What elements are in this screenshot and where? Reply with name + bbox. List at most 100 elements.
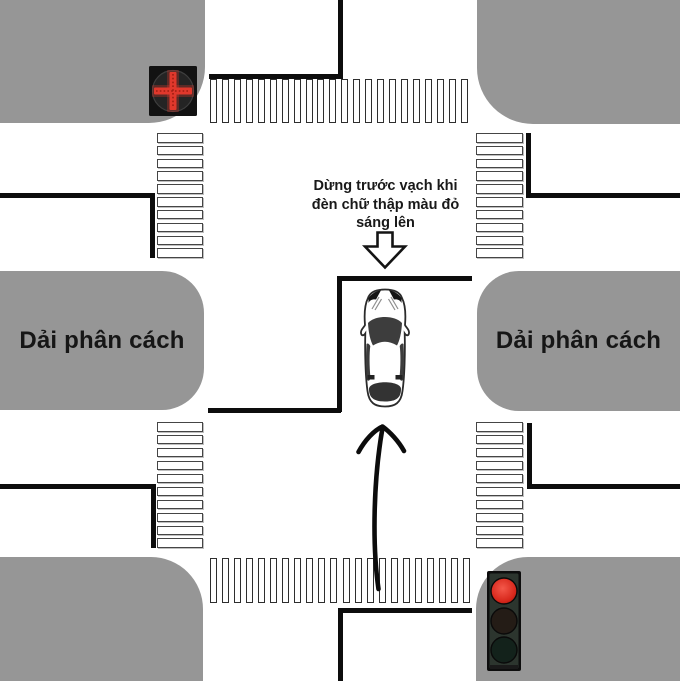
crosswalk-stripe — [318, 558, 326, 603]
crosswalk-stripe — [342, 558, 350, 603]
crosswalk-stripe — [157, 525, 203, 535]
crosswalk-stripe — [293, 79, 301, 123]
crosswalk-stripe — [476, 248, 523, 258]
crosswalk-stripe — [366, 558, 374, 603]
crosswalk-stripe — [306, 558, 314, 603]
median-right-label: Dải phân cách — [495, 327, 662, 354]
stop-line-opposite — [208, 408, 341, 413]
crosswalk-stripe — [476, 235, 523, 246]
crosswalk-stripe — [157, 133, 203, 143]
crosswalk-stripe — [157, 434, 203, 445]
crosswalk-stripe — [294, 558, 302, 603]
crosswalk-stripe — [234, 558, 242, 603]
crosswalk-stripe — [305, 79, 313, 123]
crosswalk-stripe — [476, 145, 523, 156]
lane-line-left-lower — [0, 484, 155, 489]
center-line-bottom — [338, 608, 343, 681]
crosswalk-stripe — [476, 158, 523, 169]
crosswalk-stripe — [233, 79, 241, 123]
crosswalk-stripe — [476, 209, 523, 220]
crosswalk-stripe — [436, 79, 444, 123]
stop-line-left-approach — [150, 193, 155, 258]
crosswalk-stripe — [157, 197, 203, 207]
crosswalk-stripe — [281, 79, 289, 123]
car-icon — [355, 287, 415, 409]
crosswalk-stripe — [365, 79, 373, 123]
crosswalk-stripe — [157, 184, 203, 194]
crosswalk-top — [210, 79, 468, 123]
crosswalk-stripe — [330, 558, 338, 603]
crosswalk-stripe — [476, 538, 523, 548]
crosswalk-stripe — [354, 558, 362, 603]
stop-line-top-approach — [209, 74, 343, 79]
crosswalk-stripe — [460, 79, 468, 123]
crosswalk-stripe — [245, 79, 253, 123]
traffic-light-icon — [487, 571, 521, 671]
crosswalk-stripe — [389, 79, 397, 123]
sidewalk-top-right — [477, 0, 680, 124]
crosswalk-stripe — [426, 558, 434, 603]
crosswalk-stripe — [390, 558, 398, 603]
center-line-intersection — [337, 276, 342, 412]
edge-line-left-lower — [151, 484, 156, 548]
crosswalk-stripe — [476, 133, 523, 143]
crosswalk-stripe — [157, 209, 203, 220]
crosswalk-stripe — [377, 79, 385, 123]
crosswalk-stripe — [157, 171, 203, 181]
sidewalk-bottom-left — [0, 557, 203, 681]
lane-line-right-lower — [527, 484, 680, 489]
crosswalk-stripe — [257, 79, 265, 123]
crosswalk-stripe — [476, 525, 523, 535]
crosswalk-right-lower — [476, 422, 523, 548]
crosswalk-stripe — [270, 558, 278, 603]
crosswalk-stripe — [282, 558, 290, 603]
instruction-line-2: đèn chữ thập màu đỏ — [311, 196, 460, 213]
crosswalk-stripe — [476, 486, 523, 497]
stop-line-car — [337, 276, 472, 281]
median-right: Dải phân cách — [477, 271, 680, 411]
crosswalk-stripe — [424, 79, 432, 123]
red-cross-signal-icon — [149, 66, 197, 116]
crosswalk-stripe — [157, 486, 203, 497]
crosswalk-stripe — [476, 447, 523, 458]
crosswalk-stripe — [222, 558, 230, 603]
crosswalk-stripe — [462, 558, 470, 603]
crosswalk-stripe — [476, 434, 523, 445]
crosswalk-stripe — [157, 473, 203, 484]
median-left-label: Dải phân cách — [19, 326, 185, 354]
crosswalk-stripe — [157, 158, 203, 169]
crosswalk-stripe — [450, 558, 458, 603]
crosswalk-stripe — [476, 512, 523, 523]
crosswalk-stripe — [414, 558, 422, 603]
crosswalk-stripe — [476, 460, 523, 471]
crosswalk-stripe — [412, 79, 420, 123]
crosswalk-stripe — [401, 79, 408, 123]
crosswalk-stripe — [476, 197, 523, 207]
crosswalk-stripe — [476, 184, 523, 194]
crosswalk-bottom — [210, 558, 470, 603]
crosswalk-stripe — [157, 235, 203, 246]
crosswalk-right-upper — [476, 133, 523, 258]
instruction-line-1: Dừng trước vạch khi — [313, 178, 458, 194]
crosswalk-stripe — [157, 538, 203, 548]
stop-line-bottom-approach — [338, 608, 472, 613]
crosswalk-left-upper — [157, 133, 203, 258]
median-left: Dải phân cách — [0, 271, 204, 410]
crosswalk-stripe — [402, 558, 410, 603]
instruction-text: Dừng trước vạch khi đèn chữ thập màu đỏ … — [298, 177, 473, 233]
lane-line-left-upper — [0, 193, 155, 198]
crosswalk-stripe — [438, 558, 446, 603]
crosswalk-stripe — [157, 512, 203, 523]
crosswalk-stripe — [476, 473, 523, 484]
crosswalk-stripe — [476, 171, 523, 181]
crosswalk-stripe — [221, 79, 229, 123]
crosswalk-stripe — [157, 422, 203, 432]
crosswalk-stripe — [269, 79, 277, 123]
crosswalk-stripe — [476, 499, 523, 510]
crosswalk-stripe — [258, 558, 266, 603]
crosswalk-stripe — [210, 79, 217, 123]
edge-line-right-lower — [527, 423, 532, 488]
crosswalk-stripe — [476, 422, 523, 432]
crosswalk-stripe — [157, 222, 203, 233]
